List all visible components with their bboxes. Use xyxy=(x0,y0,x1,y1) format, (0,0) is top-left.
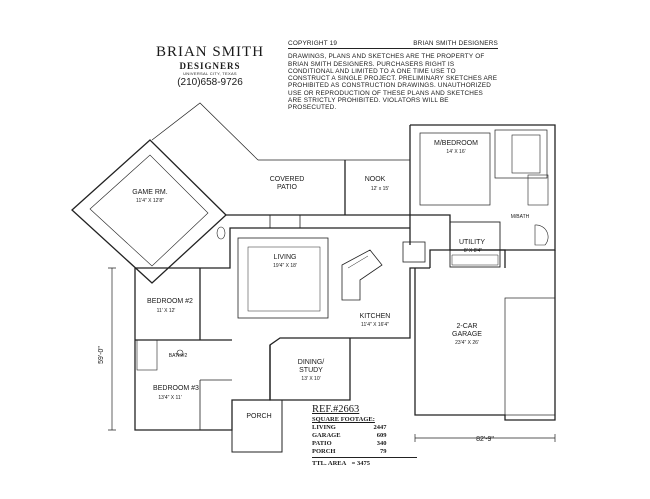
firm-block: BRIAN SMITH DESIGNERS UNIVERSAL CITY, TE… xyxy=(150,44,270,88)
room-label-porch: PORCH xyxy=(246,413,271,420)
room-label-garage-1: 2-CAR xyxy=(456,323,477,330)
room-dims-bed2: 11' X 12' xyxy=(157,308,176,314)
room-label-game: GAME RM. xyxy=(132,189,167,196)
room-dims-kitchen: 11'4" X 16'4" xyxy=(361,322,389,328)
row-label: PORCH xyxy=(312,448,336,455)
copyright-block: COPYRIGHT 19 BRIAN SMITH DESIGNERS DRAWI… xyxy=(288,40,498,112)
room-label-utility: UTILITY xyxy=(459,239,485,246)
room-label-patio-2: PATIO xyxy=(277,184,298,191)
room-label-dining-2: STUDY xyxy=(299,367,323,374)
dimension-depth: 59'-0" xyxy=(98,346,105,364)
table-row: LIVING 2447 xyxy=(312,424,387,432)
row-value: 609 xyxy=(376,432,387,439)
room-dims-nook: 12' x 15' xyxy=(371,186,389,192)
dimension-lines xyxy=(108,267,556,442)
copyright-label: COPYRIGHT 19 xyxy=(288,40,338,47)
room-label-patio-1: COVERED xyxy=(270,176,305,183)
reference-title: REF.#2663 xyxy=(312,404,360,415)
room-dims-master: 14' X 16' xyxy=(446,149,465,155)
room-label-kitchen: KITCHEN xyxy=(360,313,391,320)
room-label-bed3: BEDROOM #3 xyxy=(153,385,199,392)
row-label: LIVING xyxy=(312,424,336,431)
room-label-living: LIVING xyxy=(274,254,297,261)
firm-subtitle: DESIGNERS xyxy=(179,61,241,71)
row-label: GARAGE xyxy=(312,432,341,439)
copyright-header: COPYRIGHT 19 BRIAN SMITH DESIGNERS xyxy=(288,40,498,50)
room-label-garage-2: GARAGE xyxy=(452,331,482,338)
floor-plan-walls xyxy=(71,102,556,453)
room-dims-utility: 8' X 8'4" xyxy=(464,248,482,254)
room-label-bath2: BATH#2 xyxy=(169,353,188,359)
copyright-holder: BRIAN SMITH DESIGNERS xyxy=(413,40,498,47)
reference-block: REF.#2663 SQUARE FOOTAGE: LIVING 2447 GA… xyxy=(312,404,417,467)
row-label: PATIO xyxy=(312,440,332,447)
firm-name: BRIAN SMITH xyxy=(155,44,265,60)
room-dims-dining: 13' X 10' xyxy=(301,376,320,382)
row-value: 2447 xyxy=(373,424,387,431)
row-value: 340 xyxy=(376,440,387,447)
room-label-dining-1: DINING/ xyxy=(298,359,325,366)
room-label-nook: NOOK xyxy=(365,176,386,183)
firm-phone: (210)658-9726 xyxy=(177,77,243,88)
room-dims-bed3: 13'4" X 11' xyxy=(158,395,181,401)
firm-city: UNIVERSAL CITY, TEXAS xyxy=(183,71,237,76)
table-row: PORCH 79 xyxy=(312,448,387,456)
dimension-width: 82'-9" xyxy=(476,436,494,443)
room-dims-garage: 23'4" X 26' xyxy=(455,340,479,346)
square-footage-heading: SQUARE FOOTAGE: xyxy=(312,416,375,423)
copyright-notice: DRAWINGS, PLANS AND SKETCHES ARE THE PRO… xyxy=(288,53,498,112)
room-label-bed2: BEDROOM #2 xyxy=(147,298,193,305)
room-dims-living: 19'4" X 18' xyxy=(273,263,297,269)
total-area: TTL. AREA = 3475 xyxy=(312,460,370,467)
total-rule xyxy=(312,457,417,458)
square-footage-table: LIVING 2447 GARAGE 609 PATIO 340 PORCH 7… xyxy=(312,424,387,456)
table-row: PATIO 340 xyxy=(312,440,387,448)
row-value: 79 xyxy=(380,448,387,455)
room-label-mbath: M/BATH xyxy=(511,214,530,220)
table-row: GARAGE 609 xyxy=(312,432,387,440)
total-label: TTL. AREA xyxy=(312,460,346,467)
total-value: 3475 xyxy=(356,460,370,467)
room-dims-game: 11'4" X 12'8" xyxy=(136,198,164,204)
room-label-master: M/BEDROOM xyxy=(434,140,478,147)
